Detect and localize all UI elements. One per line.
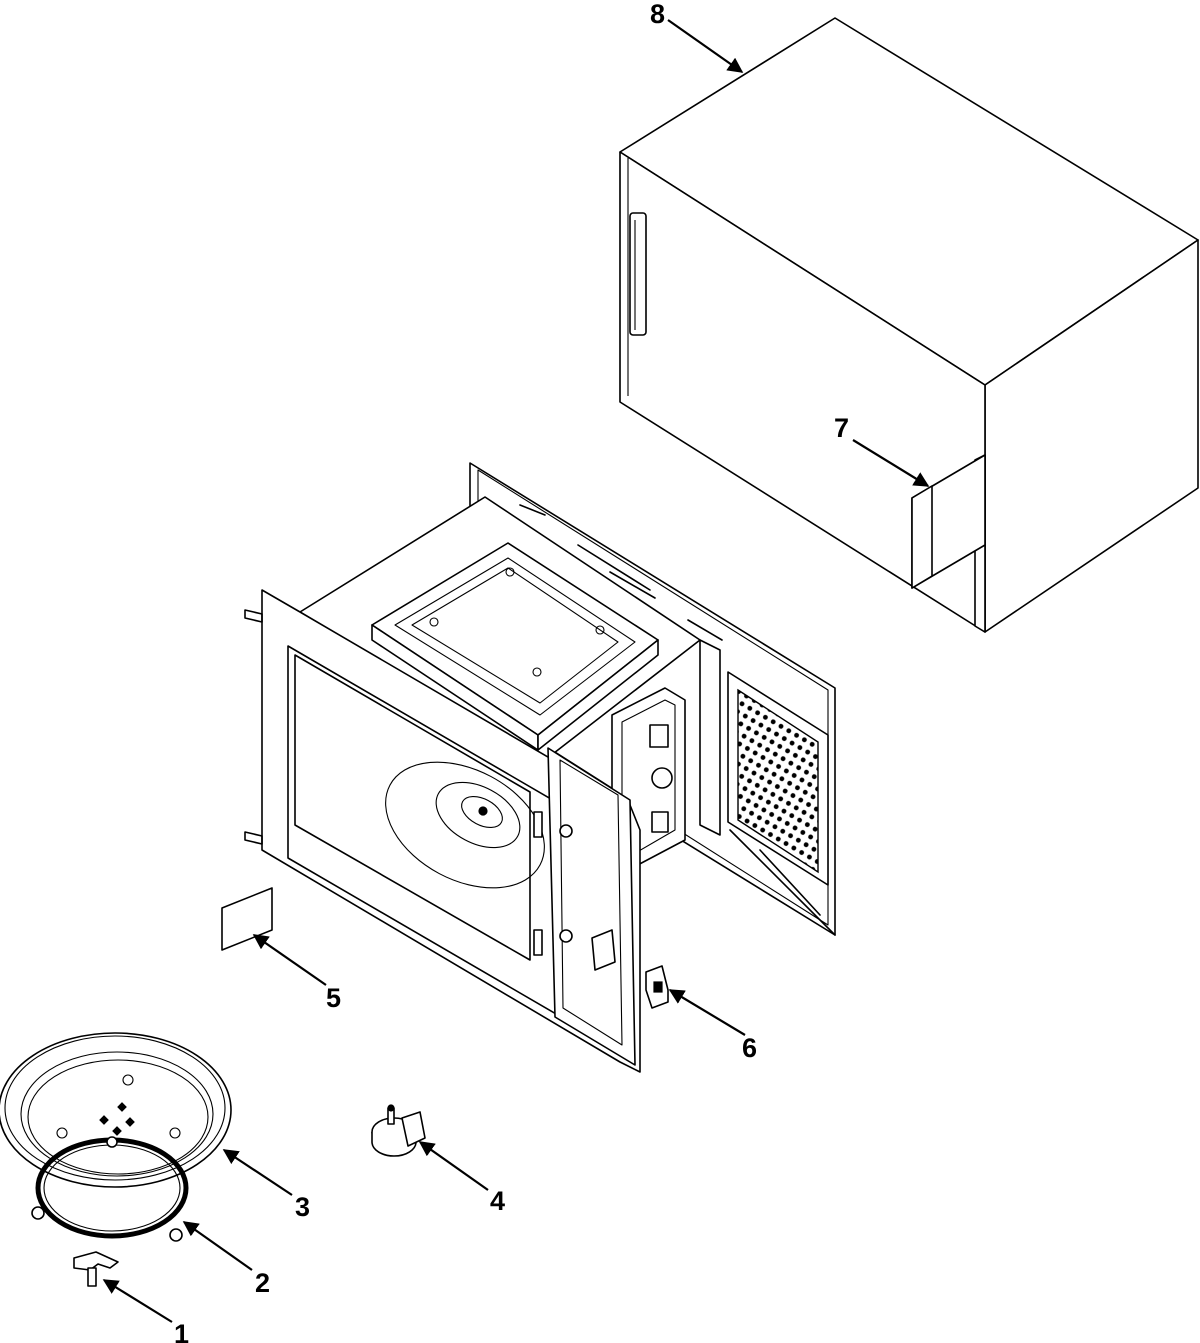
interlock-switch-part-6: [645, 965, 669, 1009]
leader-line-1: [102, 1279, 173, 1323]
callout-6: 6: [742, 1033, 757, 1063]
leader-line-7: [852, 439, 930, 487]
leader-line-8: [667, 19, 744, 73]
leader-line-4: [418, 1141, 489, 1191]
leader-lines: [102, 19, 930, 1323]
oven-cavity-assembly: [244, 462, 836, 1073]
leader-line-6: [668, 989, 746, 1036]
callout-7: 7: [834, 413, 849, 443]
outer-cabinet-part-8: [619, 17, 1199, 633]
callout-8: 8: [650, 0, 665, 29]
leader-line-5: [252, 934, 327, 986]
callout-5: 5: [326, 983, 341, 1013]
roller-ring-part-2: [31, 1136, 189, 1242]
callout-2: 2: [255, 1268, 270, 1298]
leader-line-2: [182, 1221, 253, 1271]
callout-labels: 1 2 3 4 5 6 7 8: [174, 0, 849, 1343]
callout-1: 1: [174, 1319, 189, 1343]
coupler-part-1: [73, 1251, 119, 1287]
label-plate-part-7: [911, 454, 986, 589]
label-card-part-5: [221, 887, 273, 951]
leader-line-3: [222, 1149, 293, 1196]
glass-tray-part-3: [0, 1032, 232, 1188]
turntable-motor-part-4: [371, 1104, 426, 1157]
callout-4: 4: [490, 1186, 505, 1216]
callout-3: 3: [295, 1192, 310, 1222]
